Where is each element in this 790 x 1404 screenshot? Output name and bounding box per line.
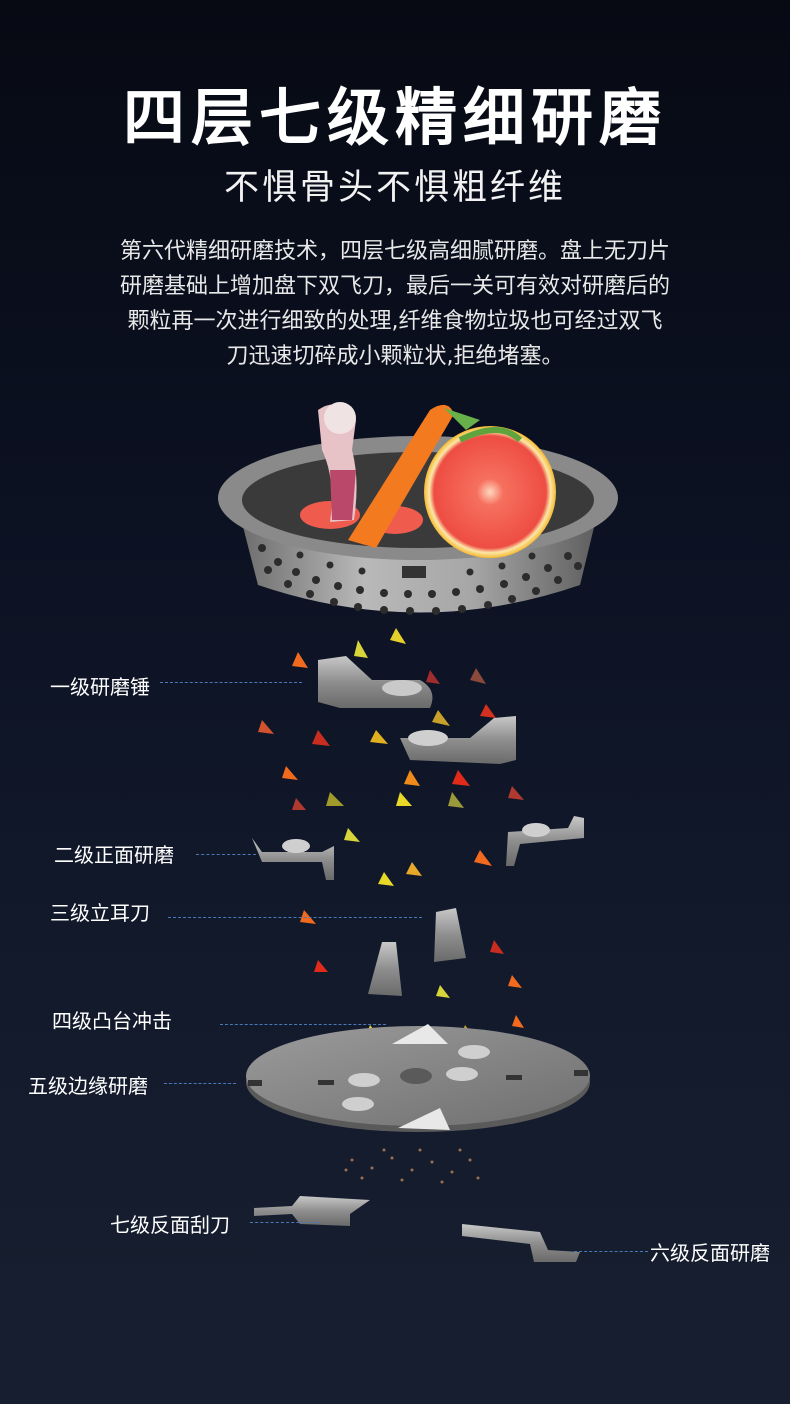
bottom-band <box>0 1275 790 1404</box>
level2-grinding-part <box>252 816 584 880</box>
label-level3: 三级立耳刀 <box>50 901 150 925</box>
level6-grinding-blade <box>462 1224 580 1262</box>
food-fragments <box>258 628 524 1038</box>
page-subtitle: 不惧骨头不惧粗纤维 <box>223 168 566 208</box>
description-line: 研磨基础上增加盘下双飞刀，最后一关可有效对研磨后的 <box>119 274 670 299</box>
description-line: 颗粒再一次进行细致的处理,纤维食物垃圾也可经过双飞 <box>127 309 663 334</box>
leader-line <box>220 1024 386 1025</box>
description-line: 第六代精细研磨技术，四层七级高细腻研磨。盘上无刀片 <box>119 239 670 264</box>
ground-particles <box>344 1148 480 1184</box>
label-level1: 一级研磨锤 <box>50 675 150 699</box>
label-level7: 七级反面刮刀 <box>110 1213 230 1237</box>
label-level2: 二级正面研磨 <box>54 843 174 867</box>
description: 第六代精细研磨技术，四层七级高细腻研磨。盘上无刀片 研磨基础上增加盘下双飞刀，最… <box>60 234 730 374</box>
grinding-plate <box>246 1024 590 1132</box>
leader-line <box>164 1083 236 1084</box>
level7-scraper-blade <box>254 1196 370 1226</box>
label-level4: 四级凸台冲击 <box>52 1009 172 1033</box>
strainer-basket <box>218 402 618 615</box>
level3-ear-blade <box>368 908 466 996</box>
grinder-exploded-illustration <box>218 402 618 1262</box>
label-level5: 五级边缘研磨 <box>28 1074 148 1098</box>
leader-line <box>196 854 256 855</box>
leader-line <box>160 682 302 683</box>
leader-line <box>574 1251 648 1252</box>
level1-hammer-part <box>318 656 516 764</box>
leader-line <box>168 917 422 918</box>
leader-line <box>250 1222 320 1223</box>
page-title: 四层七级精细研磨 <box>122 81 667 154</box>
label-level6: 六级反面研磨 <box>650 1241 770 1265</box>
description-line: 刀迅速切碎成小颗粒状,拒绝堵塞。 <box>226 344 564 369</box>
